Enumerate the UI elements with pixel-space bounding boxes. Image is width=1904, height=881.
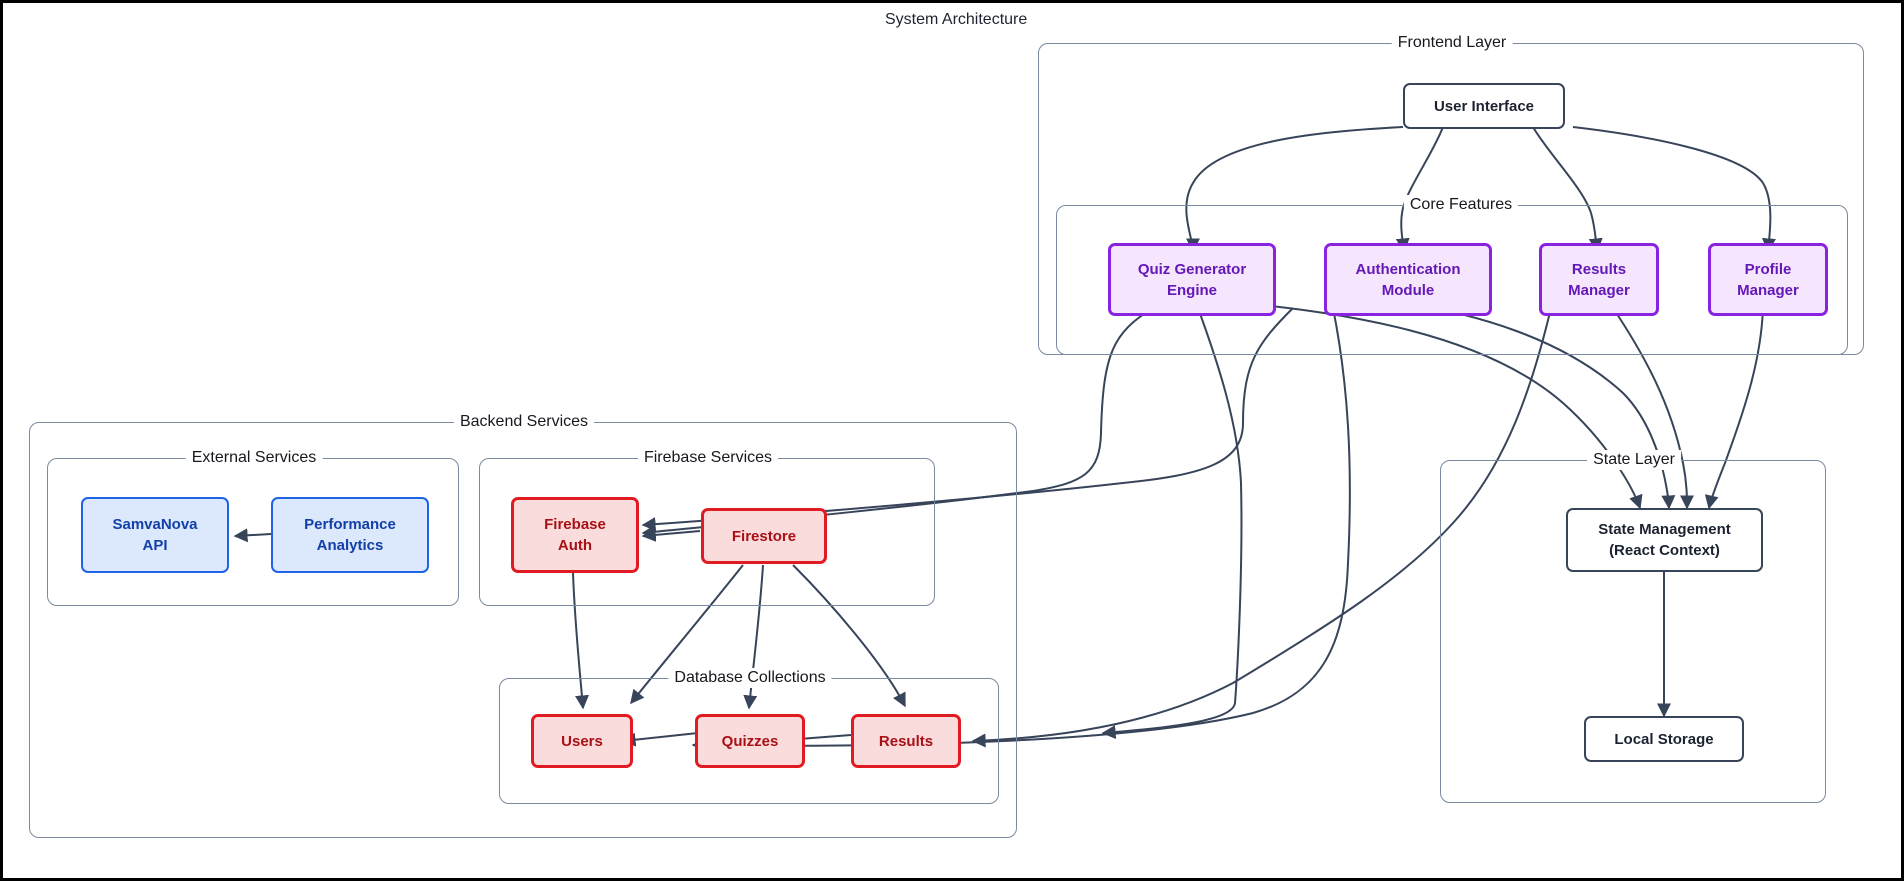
node-firebase-auth[interactable]: Firebase Auth [511, 497, 639, 573]
cluster-label-core-features: Core Features [1403, 195, 1519, 215]
node-quizzes-line1: Quizzes [721, 732, 779, 750]
node-results-line1: Results [878, 732, 934, 750]
node-performance-analytics-line2: Analytics [316, 537, 384, 554]
node-local-storage-line1: Local Storage [1614, 730, 1714, 748]
diagram-title: System Architecture [885, 11, 1028, 28]
node-state-management[interactable]: State Management (React Context) [1566, 508, 1763, 572]
cluster-label-database-collections: Database Collections [668, 668, 832, 688]
node-firebase-auth-line1: Firebase [544, 516, 606, 533]
cluster-label-external-services: External Services [185, 448, 323, 468]
node-user-interface-line1: User Interface [1433, 97, 1535, 115]
node-results-manager-line1: Results [1571, 260, 1627, 278]
node-quiz-generator-engine[interactable]: Quiz Generator Engine [1108, 243, 1276, 316]
node-samvanova-api[interactable]: SamvaNova API [81, 497, 229, 573]
node-state-management-line2: (React Context) [1609, 542, 1720, 559]
node-profile-manager[interactable]: Profile Manager [1708, 243, 1828, 316]
node-authentication-module[interactable]: Authentication Module [1324, 243, 1492, 316]
node-users-line1: Users [561, 732, 603, 750]
node-quizzes[interactable]: Quizzes [695, 714, 805, 768]
node-quiz-generator-engine-line2: Engine [1166, 281, 1217, 299]
node-quiz-generator-engine-line1: Quiz Generator [1137, 260, 1247, 278]
node-performance-analytics-line1: Performance [304, 516, 396, 533]
cluster-label-firebase-services: Firebase Services [637, 448, 779, 468]
node-authentication-module-line1: Authentication [1355, 260, 1461, 278]
node-profile-manager-line2: Manager [1737, 281, 1799, 299]
cluster-label-backend-services: Backend Services [453, 412, 595, 432]
node-firebase-auth-line2: Auth [557, 537, 593, 554]
node-firestore-line1: Firestore [731, 527, 797, 545]
node-results-manager[interactable]: Results Manager [1539, 243, 1659, 316]
node-users[interactable]: Users [531, 714, 633, 768]
node-performance-analytics[interactable]: Performance Analytics [271, 497, 429, 573]
node-state-management-line1: State Management [1598, 521, 1731, 538]
node-user-interface[interactable]: User Interface [1403, 83, 1565, 129]
node-authentication-module-line2: Module [1381, 281, 1435, 299]
cluster-label-frontend-layer: Frontend Layer [1391, 33, 1513, 53]
node-firestore[interactable]: Firestore [701, 508, 827, 564]
node-results[interactable]: Results [851, 714, 961, 768]
cluster-external-services: External Services [47, 448, 459, 606]
node-profile-manager-line1: Profile [1744, 260, 1792, 278]
node-samvanova-api-line2: API [142, 537, 168, 554]
node-local-storage[interactable]: Local Storage [1584, 716, 1744, 762]
node-results-manager-line2: Manager [1568, 281, 1630, 299]
cluster-label-state-layer: State Layer [1587, 450, 1681, 470]
node-samvanova-api-line1: SamvaNova [112, 516, 198, 533]
